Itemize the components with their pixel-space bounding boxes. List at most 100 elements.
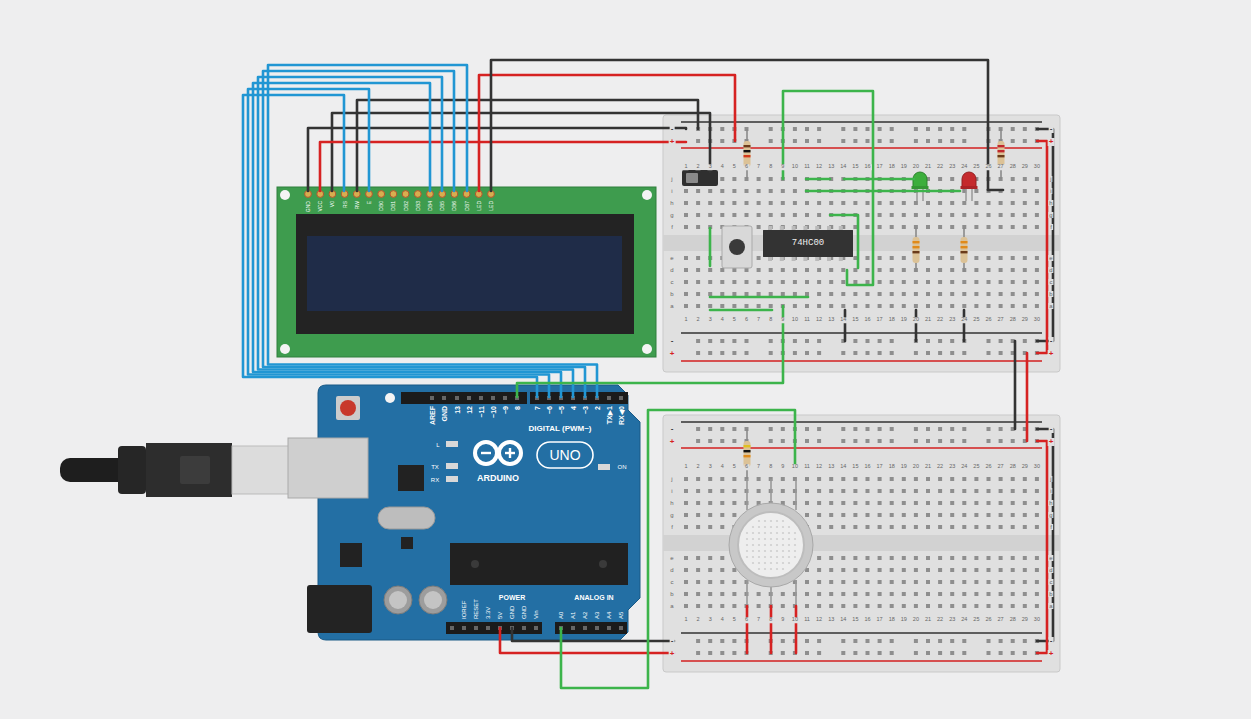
- row-letter: d: [1048, 267, 1053, 273]
- resistor-band: [961, 246, 968, 248]
- breadboard-hole: [987, 439, 991, 443]
- column-number: 18: [888, 164, 896, 170]
- breadboard-hole: [757, 280, 761, 284]
- rail-wire: [1037, 429, 1053, 641]
- row-letter: a: [1048, 303, 1053, 309]
- breadboard-hole: [853, 651, 857, 655]
- header-hole: [619, 396, 623, 400]
- jumper-wire: [710, 309, 772, 312]
- breadboard-hole: [938, 501, 942, 505]
- breadboard-hole: [974, 568, 978, 572]
- breadboard-hole: [878, 201, 882, 205]
- breadboard-hole: [732, 213, 736, 217]
- breadboard-hole: [938, 351, 942, 355]
- row-letter: f: [1049, 224, 1053, 230]
- breadboard-hole: [890, 201, 894, 205]
- header-hole: [522, 626, 526, 630]
- jumper-wire: [963, 310, 966, 341]
- breadboard-hole: [950, 304, 954, 308]
- gas-sensor: [729, 503, 813, 587]
- column-number: 3: [708, 164, 713, 170]
- power-jack: [307, 585, 372, 633]
- breadboard-hole: [950, 292, 954, 296]
- mesh-dot: [758, 550, 760, 552]
- breadboard-hole: [829, 489, 833, 493]
- mesh-dot: [764, 568, 766, 570]
- column-number: 4: [720, 317, 725, 323]
- breadboard-hole: [805, 651, 809, 655]
- column-number: 19: [900, 317, 908, 323]
- column-number: 18: [888, 617, 896, 623]
- sensor-wire: [770, 606, 773, 653]
- usb-metal: [232, 446, 290, 494]
- breadboard-hole: [805, 501, 809, 505]
- mesh-dot: [758, 568, 760, 570]
- breadboard-hole: [962, 568, 966, 572]
- row-letter: e: [1048, 255, 1053, 261]
- breadboard-hole: [817, 127, 821, 131]
- slide-switch: [682, 170, 718, 186]
- mesh-dot: [788, 562, 790, 564]
- brand-text: ARDUINO: [477, 474, 519, 483]
- pin-label: RW: [354, 201, 359, 209]
- breadboard-hole: [950, 256, 954, 260]
- breadboard-hole: [853, 339, 857, 343]
- breadboard-hole: [684, 304, 688, 308]
- column-number: 2: [696, 164, 701, 170]
- breadboard-hole: [684, 513, 688, 517]
- breadboard-hole: [817, 489, 821, 493]
- column-number: 17: [876, 464, 884, 470]
- breadboard-hole: [1011, 592, 1015, 596]
- breadboard-hole: [853, 477, 857, 481]
- breadboard-hole: [781, 489, 785, 493]
- breadboard-hole: [878, 427, 882, 431]
- led-label: L: [436, 442, 439, 448]
- breadboard-hole: [732, 489, 736, 493]
- breadboard-hole: [805, 580, 809, 584]
- breadboard-hole: [805, 139, 809, 143]
- breadboard-hole: [962, 439, 966, 443]
- breadboard-hole: [938, 213, 942, 217]
- breadboard-hole: [745, 201, 749, 205]
- row-letter: e: [1048, 555, 1053, 561]
- breadboard-hole: [926, 280, 930, 284]
- breadboard-hole: [696, 525, 700, 529]
- breadboard-hole: [684, 225, 688, 229]
- breadboard-hole: [926, 439, 930, 443]
- breadboard-hole: [829, 568, 833, 572]
- column-number: 7: [756, 164, 761, 170]
- breadboard-hole: [1023, 225, 1027, 229]
- sensor-leg: [746, 580, 748, 606]
- breadboard-hole: [890, 127, 894, 131]
- backlight-gnd-wire: [491, 60, 988, 191]
- column-number: 6: [744, 617, 749, 623]
- pin-label: RS: [342, 201, 347, 208]
- breadboard-hole: [769, 139, 773, 143]
- breadboard-hole: [841, 489, 845, 493]
- mesh-dot: [788, 544, 790, 546]
- row-letter: h: [669, 500, 674, 506]
- mesh-dot: [758, 532, 760, 534]
- breadboard-hole: [805, 339, 809, 343]
- breadboard-hole: [1035, 189, 1039, 193]
- breadboard-hole: [926, 651, 930, 655]
- pin-label: 4: [570, 406, 577, 410]
- breadboard-hole: [878, 139, 882, 143]
- resistor-band: [744, 445, 751, 447]
- breadboard-hole: [841, 580, 845, 584]
- breadboard-hole: [720, 280, 724, 284]
- breadboard-hole: [1023, 580, 1027, 584]
- row-letter: g: [1048, 512, 1053, 518]
- breadboard-hole: [853, 439, 857, 443]
- column-number: 30: [1033, 164, 1041, 170]
- mesh-dot: [758, 520, 760, 522]
- breadboard-hole: [926, 268, 930, 272]
- chip-body: 74HC00: [763, 230, 853, 257]
- mesh-dot: [764, 550, 766, 552]
- rail-sign: +: [1048, 438, 1055, 446]
- breadboard-hole: [987, 427, 991, 431]
- breadboard-hole: [890, 651, 894, 655]
- breadboard-hole: [926, 339, 930, 343]
- jumper-wire: [915, 310, 918, 341]
- column-number: 7: [756, 317, 761, 323]
